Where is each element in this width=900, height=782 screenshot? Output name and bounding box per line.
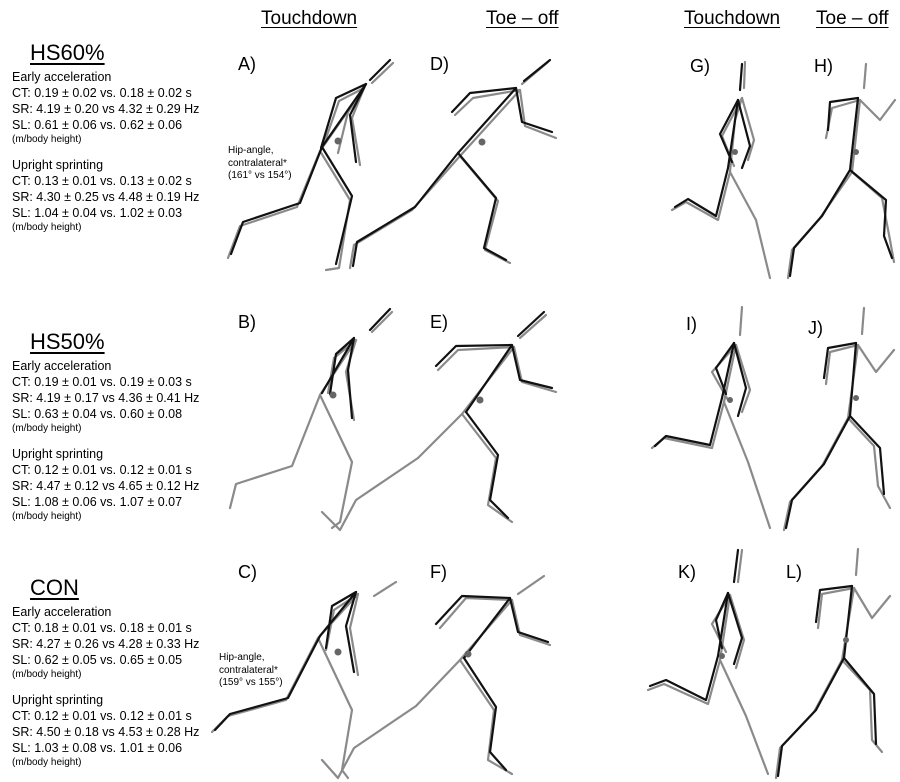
stick-figure-c (210, 580, 398, 780)
center-of-mass-marker (334, 137, 342, 145)
upright-sl: SL: 1.04 ± 0.04 vs. 1.02 ± 0.03 (12, 206, 183, 220)
early-ct: CT: 0.19 ± 0.01 vs. 0.19 ± 0.03 s (12, 375, 192, 389)
upright-unit: (m/body height) (12, 757, 82, 768)
header-toeoff-early: Toe – off (486, 8, 559, 29)
header-toeoff-upright: Toe – off (816, 8, 889, 29)
upright-sl: SL: 1.03 ± 0.08 vs. 1.01 ± 0.06 (12, 741, 183, 755)
upright-ct: CT: 0.12 ± 0.01 vs. 0.12 ± 0.01 s (12, 709, 192, 723)
panel-label-k: K) (678, 562, 696, 582)
early-sl: SL: 0.61 ± 0.06 vs. 0.62 ± 0.06 (12, 118, 183, 132)
hip-angle-annotation-c: Hip-angle, contralateral* (159° vs 155°) (219, 652, 283, 690)
stick-figure-g (670, 60, 772, 280)
figure-dark (229, 58, 392, 266)
upright-sr: SR: 4.50 ± 0.18 vs 4.53 ± 0.28 Hz (12, 725, 200, 739)
center-of-mass-marker (853, 395, 859, 401)
early-sr: SR: 4.19 ± 0.20 vs 4.32 ± 0.29 Hz (12, 102, 200, 116)
annotation-line: (161° vs 154°) (228, 170, 292, 181)
annotation-line: contralateral* (219, 664, 278, 676)
stick-figure-a (226, 58, 395, 272)
stats-con: Early acceleration CT: 0.18 ± 0.01 vs. 0… (12, 604, 199, 770)
panel-label-h: H) (814, 56, 833, 76)
upright-sprinting-title: Upright sprinting (12, 693, 104, 707)
hip-angle-annotation-a: Hip-angle, contralateral* (161° vs 154°) (228, 145, 292, 183)
group-title-hs50: HS50% (30, 329, 105, 354)
header-touchdown-upright: Touchdown (684, 8, 781, 29)
early-ct: CT: 0.18 ± 0.01 vs. 0.18 ± 0.01 s (12, 621, 192, 635)
figure-gray (226, 61, 395, 272)
stick-figure-b (228, 307, 394, 530)
upright-sprinting-title: Upright sprinting (12, 447, 104, 461)
upright-sr: SR: 4.47 ± 0.12 vs 4.65 ± 0.12 Hz (12, 479, 200, 493)
stick-figure-d (348, 58, 558, 270)
center-of-mass-marker (853, 149, 859, 155)
center-of-mass-marker (719, 653, 725, 659)
upright-unit: (m/body height) (12, 222, 82, 233)
upright-ct: CT: 0.13 ± 0.01 vs. 0.13 ± 0.02 s (12, 174, 192, 188)
stick-figure-l (774, 547, 892, 780)
panel-label-c: C) (238, 562, 257, 582)
group-title-con: CON (30, 575, 79, 600)
center-of-mass-marker (334, 648, 342, 656)
upright-sl: SL: 1.08 ± 0.06 vs. 1.07 ± 0.07 (12, 495, 183, 509)
group-title-hs60: HS60% (30, 40, 105, 65)
center-of-mass-marker (464, 650, 472, 658)
upright-sprinting-title: Upright sprinting (12, 158, 104, 172)
panel-label-d: D) (430, 54, 449, 74)
early-sl: SL: 0.62 ± 0.05 vs. 0.65 ± 0.05 (12, 653, 183, 667)
center-of-mass-marker (732, 149, 738, 155)
center-of-mass-marker (843, 637, 849, 643)
annotation-line: Hip-angle, (228, 145, 274, 156)
center-of-mass-marker (478, 138, 486, 146)
upright-unit: (m/body height) (12, 511, 82, 522)
early-acceleration-title: Early acceleration (12, 605, 112, 619)
stick-figure-k (646, 548, 770, 776)
header-touchdown-early: Touchdown (261, 8, 358, 29)
center-of-mass-marker (329, 391, 337, 399)
annotation-line: Hip-angle, (219, 652, 265, 663)
center-of-mass-marker (727, 397, 733, 403)
annotation-line: (159° vs 155°) (219, 677, 283, 688)
stick-figure-h (786, 62, 897, 280)
early-sl: SL: 0.63 ± 0.04 vs. 0.60 ± 0.08 (12, 407, 183, 421)
stick-figure-i (650, 305, 772, 530)
panel-label-f: F) (430, 562, 447, 582)
stick-figure-f (320, 574, 552, 780)
early-sr: SR: 4.19 ± 0.17 vs 4.36 ± 0.41 Hz (12, 391, 200, 405)
stick-figure-e (320, 310, 558, 532)
early-unit: (m/body height) (12, 134, 82, 145)
stats-hs50: Early acceleration CT: 0.19 ± 0.01 vs. 0… (12, 358, 199, 524)
panel-label-e: E) (430, 312, 448, 332)
early-ct: CT: 0.19 ± 0.02 vs. 0.18 ± 0.02 s (12, 86, 192, 100)
early-unit: (m/body height) (12, 669, 82, 680)
early-unit: (m/body height) (12, 423, 82, 434)
upright-ct: CT: 0.12 ± 0.01 vs. 0.12 ± 0.01 s (12, 463, 192, 477)
panel-label-i: I) (686, 314, 697, 334)
stick-figure-j (782, 306, 896, 532)
center-of-mass-marker (476, 396, 484, 404)
stats-hs60: Early acceleration CT: 0.19 ± 0.02 vs. 0… (12, 69, 199, 235)
early-acceleration-title: Early acceleration (12, 359, 112, 373)
annotation-line: contralateral* (228, 157, 287, 169)
panel-label-l: L) (786, 562, 803, 582)
panel-label-g: G) (690, 56, 710, 76)
early-acceleration-title: Early acceleration (12, 70, 112, 84)
panel-label-b: B) (238, 312, 256, 332)
panel-label-a: A) (238, 54, 256, 74)
upright-sr: SR: 4.30 ± 0.25 vs 4.48 ± 0.19 Hz (12, 190, 200, 204)
early-sr: SR: 4.27 ± 0.26 vs 4.28 ± 0.33 Hz (12, 637, 200, 651)
panel-label-j: J) (808, 318, 823, 338)
